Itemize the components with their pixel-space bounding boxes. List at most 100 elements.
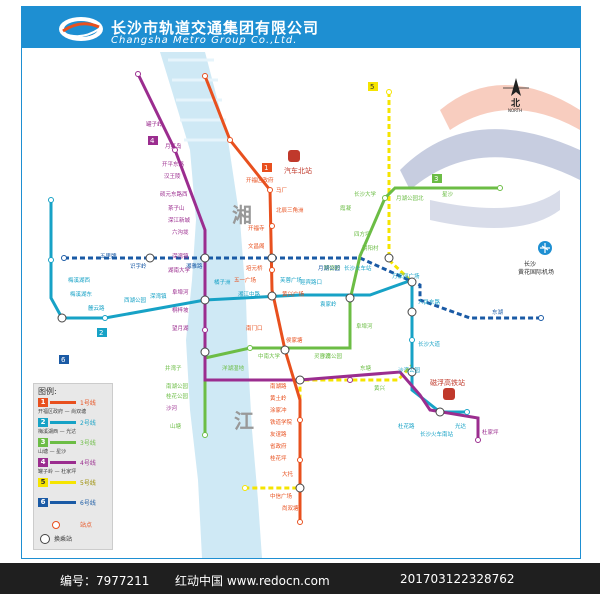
line1-badge-text: 1 — [264, 164, 268, 172]
north-bus-station-label: 汽车北站 — [284, 166, 312, 175]
legend-station-row: 站点 — [38, 520, 110, 538]
station-label: 溁湾镇 — [172, 252, 189, 260]
legend-row: 3 3号线山塘 — 星沙 — [38, 438, 110, 456]
station-label: 湘雅路 — [186, 262, 203, 270]
station-label: 梅溪湖西 — [68, 276, 91, 284]
station-label: 沙湾公园 — [398, 366, 421, 374]
station-label: 汉王陵 — [164, 172, 181, 180]
station-label: 沙河 — [166, 404, 178, 412]
legend-line-swatch — [50, 421, 76, 424]
station-label: 西湖公园 — [124, 296, 147, 304]
station-label: 阜埠河 — [356, 322, 373, 330]
legend-badge: 1 — [38, 398, 48, 407]
legend-line-name: 5号线 — [80, 480, 96, 487]
station-label: 人民东路 — [418, 298, 441, 306]
station-label: 侯家塘 — [286, 336, 303, 344]
station-label: 阿弥岭 — [324, 264, 341, 272]
legend-line-name: 3号线 — [80, 440, 96, 447]
transfer-stations — [57, 253, 445, 493]
station-label: 开平东路 — [162, 160, 185, 168]
station-label: 长沙火车南站 — [420, 430, 454, 438]
legend-badge: 2 — [38, 418, 48, 427]
hsr-station-label: 磁浮高铁站 — [430, 378, 465, 387]
station-label: 长沙大学 — [354, 190, 377, 198]
legend-line-swatch — [50, 441, 76, 444]
station-label: 杜花路 — [398, 422, 415, 430]
metro-map: 湘 江 北 NORTH — [48, 52, 580, 558]
legend-line-range: 山塘 — 星沙 — [38, 449, 67, 455]
station-label: 灵官渡 — [314, 352, 331, 360]
legend-line-range: 开福区政府 — 尚双塘 — [38, 409, 87, 415]
line6-badge — [59, 355, 69, 364]
station-label: 月亮岛 — [165, 142, 182, 150]
legend-line-swatch — [50, 481, 76, 484]
station-label: 友谊路 — [270, 430, 287, 438]
station-label: 霞凝 — [340, 204, 352, 212]
company-title-en: Changsha Metro Group Co.,Ltd. — [111, 35, 298, 46]
station-label: 溁江新城 — [168, 216, 191, 224]
station-label: 开福寺 — [248, 224, 265, 232]
station-label: 马厂 — [276, 186, 288, 194]
legend-badge: 3 — [38, 438, 48, 447]
footer-id: 编号：7977211 — [60, 574, 150, 588]
station-label: 南湖公园 — [166, 382, 189, 390]
station-label: 开福区政府 — [246, 176, 274, 184]
line4-badge — [148, 136, 158, 145]
station-label: 黄土岭 — [270, 394, 287, 402]
north-bus-station-icon — [288, 150, 300, 162]
station-label: 大托 — [282, 470, 294, 478]
legend-line-range: 罐子岭 — 杜家坪 — [38, 469, 77, 475]
station-label: 湖南大学 — [168, 266, 191, 274]
line4-path — [136, 73, 480, 440]
station-dot-icon — [52, 521, 60, 529]
compass-label-cn: 北 — [511, 97, 520, 109]
station-label: 尚双塘 — [282, 504, 299, 512]
station-label: 罐子岭 — [146, 120, 163, 128]
line5-badge-text: 5 — [370, 83, 374, 91]
legend-line-name: 1号线 — [80, 400, 96, 407]
metro-logo-icon — [59, 17, 103, 41]
station-label: 袁家岭 — [320, 300, 337, 308]
watermark-footer: 编号：7977211 红动中国 www.redocn.com 201703122… — [0, 563, 600, 594]
station-label: 溁湾镇 — [150, 292, 167, 300]
compass-label-en: NORTH — [508, 108, 522, 113]
station-label: 培元桥 — [246, 264, 263, 272]
station-label: 梅溪湖东 — [70, 290, 93, 298]
legend-line-swatch — [50, 401, 76, 404]
station-label: 涂家冲 — [270, 406, 287, 414]
legend-title: 图例: — [38, 387, 57, 396]
station-label: 长沙大道 — [418, 340, 441, 348]
station-label: 北辰三角洲 — [276, 206, 304, 214]
legend-line-name: 2号线 — [80, 420, 96, 427]
station-label: 黄兴广场 — [282, 290, 305, 298]
station-label: 长沙火车站 — [344, 264, 372, 272]
legend-badge: 5 — [38, 478, 48, 487]
legend-line-name: 6号线 — [80, 500, 96, 507]
line3-badge-text: 3 — [434, 175, 438, 183]
station-label: 光达 — [455, 422, 467, 430]
station-label: 洋湖湿地 — [222, 364, 245, 372]
header-bar: 长沙市轨道交通集团有限公司 Changsha Metro Group Co.,L… — [21, 6, 581, 48]
line2-badge — [97, 328, 107, 337]
company-title-cn: 长沙市轨道交通集团有限公司 — [111, 19, 320, 37]
legend-line-swatch — [50, 461, 76, 464]
line4-badge-text: 4 — [150, 137, 155, 145]
metro-poster: 长沙市轨道交通集团有限公司 Changsha Metro Group Co.,L… — [21, 6, 581, 559]
station-label: 迎宾路口 — [300, 278, 322, 286]
airport-label-2: 黄花国际机场 — [518, 268, 554, 276]
station-label: 湘江中路 — [238, 290, 261, 298]
station-label: 月湖公园北 — [396, 194, 424, 202]
station-label: 五里牌 — [100, 252, 117, 260]
footer-timestamp: 20170312232876​2 — [400, 572, 515, 586]
station-label: 铁道学院 — [270, 418, 293, 426]
river-char-1: 湘 — [232, 203, 252, 227]
line3-badge — [432, 174, 442, 183]
compass-icon: 北 NORTH — [503, 78, 529, 113]
station-label: 望月湖 — [172, 324, 189, 332]
legend-badge: 4 — [38, 458, 48, 467]
station-label: 东塘 — [360, 364, 372, 372]
